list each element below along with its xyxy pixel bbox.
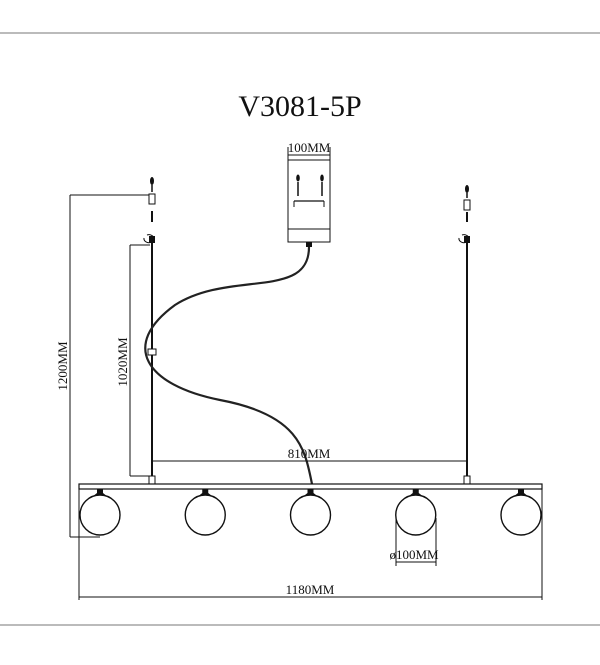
pendant-shade: [500, 489, 542, 536]
canopy-width-label: 100MM: [288, 140, 331, 155]
shade-diameter-dimension: [395, 518, 437, 566]
ceiling-canopy: [287, 147, 331, 247]
overall-height-label: 1200MM: [55, 341, 70, 391]
bar-length-dimension: [78, 489, 543, 600]
horizontal-bar: [78, 483, 543, 490]
rod-spacing-label: 810MM: [288, 446, 331, 461]
pendant-shade: [184, 489, 226, 536]
pendant-shade: [289, 489, 332, 536]
right-suspension: [458, 185, 471, 485]
shade-diameter-label: ø100MM: [389, 547, 439, 562]
rod-height-dimension: [129, 244, 150, 477]
pendant-shade: [395, 489, 437, 536]
overall-height-dimension: [69, 194, 149, 538]
model-title: V3081-5P: [238, 90, 361, 123]
power-cable: [144, 246, 314, 485]
shade-group: [79, 489, 542, 536]
bar-length-label: 1180MM: [286, 582, 335, 597]
left-suspension: [143, 177, 157, 485]
pendant-shade: [79, 489, 121, 536]
rod-height-label: 1020MM: [115, 337, 130, 387]
